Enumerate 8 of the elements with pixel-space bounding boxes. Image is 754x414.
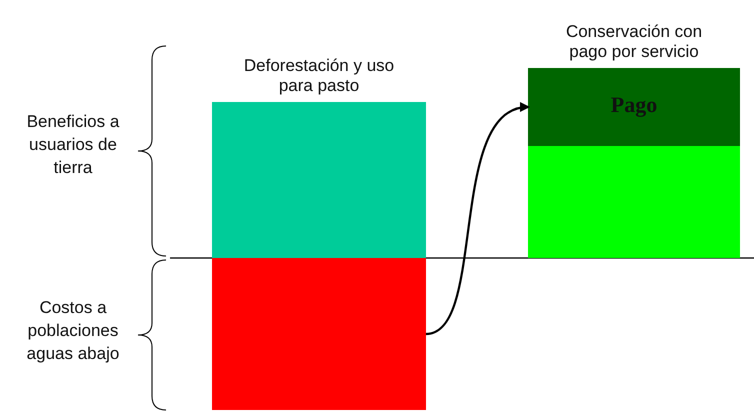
payment-label: Pago	[610, 92, 658, 118]
column-heading: Deforestación y uso para pasto	[242, 56, 396, 96]
cost-bar	[212, 258, 426, 410]
row-label: Costos a poblaciones aguas abajo	[26, 297, 120, 365]
column-heading: Conservación con pago por servicio	[564, 22, 704, 62]
row-label: Beneficios a usuarios de tierra	[26, 111, 120, 179]
payment-bar	[528, 68, 740, 146]
curved-arrow	[426, 104, 530, 336]
